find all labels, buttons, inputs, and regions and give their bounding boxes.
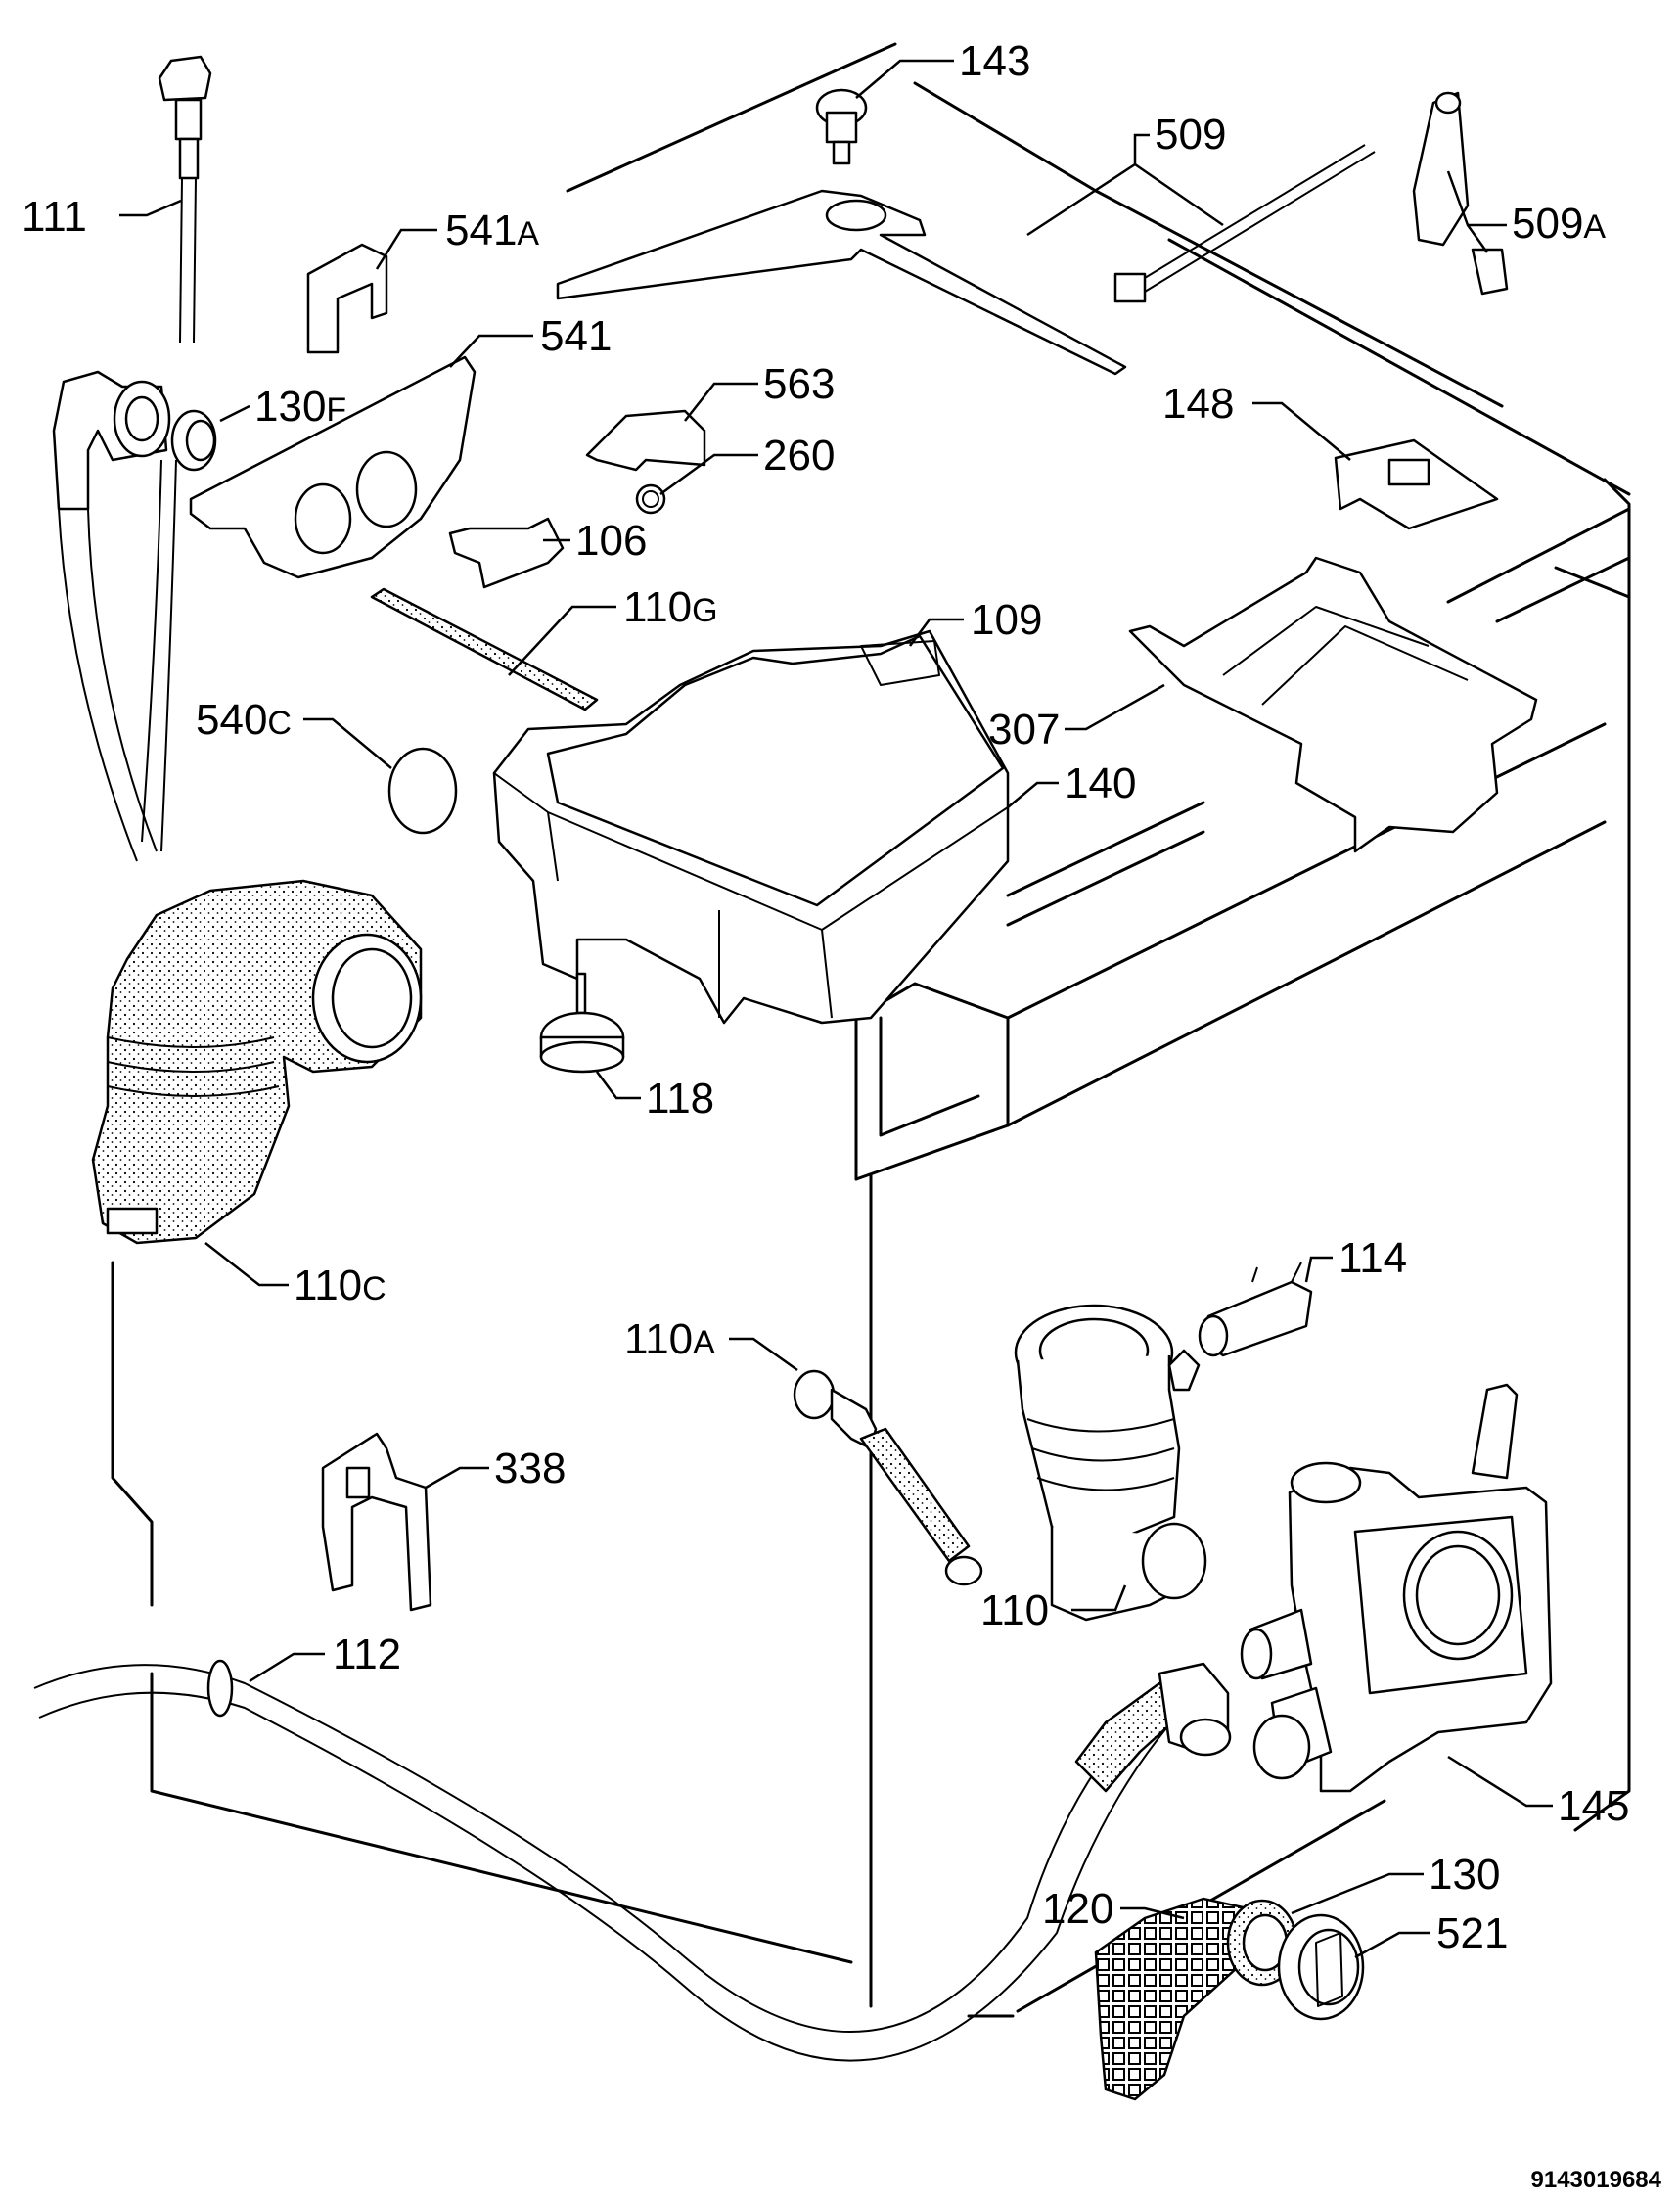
- label-130: 130: [1429, 1851, 1500, 1899]
- part-106-bracket: [448, 517, 565, 589]
- leader-lines: [119, 59, 1553, 1959]
- part-120-pump-filter: [1094, 1897, 1249, 2101]
- part-110-drain-elbow: [1014, 1304, 1207, 1622]
- part-118-wheel: [539, 972, 625, 1074]
- part-145-drain-pump: [1240, 1383, 1553, 1793]
- label-112: 112: [333, 1630, 401, 1678]
- label-563: 563: [763, 360, 835, 408]
- part-540c-seal-ring: [387, 747, 458, 835]
- part-509-lever: [556, 189, 1127, 376]
- label-110: 110: [980, 1586, 1049, 1634]
- label-338: 338: [494, 1445, 566, 1492]
- part-338-hose-clip: [321, 1432, 432, 1612]
- part-509a-arm: [1412, 91, 1509, 296]
- part-110g-tube: [370, 587, 599, 711]
- label-106: 106: [575, 517, 647, 565]
- label-140: 140: [1065, 759, 1136, 807]
- label-110c: 110C: [294, 1262, 386, 1309]
- part-110c-bellows: [91, 879, 423, 1245]
- label-148: 148: [1162, 380, 1234, 428]
- label-114: 114: [1339, 1234, 1407, 1282]
- label-120: 120: [1042, 1885, 1113, 1933]
- label-109: 109: [971, 596, 1042, 644]
- part-148-bracket: [1334, 438, 1499, 530]
- part-labels: 111 541A 143 509 509A 541 130F 563 260 1…: [22, 37, 1662, 2193]
- label-260: 260: [763, 432, 835, 480]
- label-540c: 540C: [196, 696, 292, 744]
- part-111-inlet-hose: [158, 55, 212, 344]
- part-541a-clip: [306, 243, 388, 354]
- label-130f: 130F: [254, 383, 346, 431]
- part-112-drain-hose: [33, 1659, 1232, 2062]
- part-109-dispenser-lid: [546, 634, 1005, 907]
- label-509a: 509A: [1512, 200, 1606, 248]
- part-307-detergent-drawer: [1128, 556, 1538, 853]
- part-110a-vent-hose: [793, 1369, 983, 1586]
- part-260-spring: [635, 483, 666, 515]
- label-145: 145: [1558, 1782, 1629, 1830]
- part-143-knob: [815, 88, 868, 165]
- label-110a: 110A: [624, 1315, 715, 1363]
- label-110g: 110G: [623, 583, 718, 631]
- document-number: 9143019684: [1531, 2167, 1662, 2193]
- label-111: 111: [22, 193, 87, 241]
- part-521-filter-cap: [1277, 1913, 1365, 2021]
- part-509-rod: [1113, 144, 1376, 303]
- label-521: 521: [1436, 1909, 1508, 1957]
- label-118: 118: [646, 1075, 714, 1123]
- part-563-cover: [585, 409, 706, 472]
- part-130f-inlet-filter: [170, 409, 217, 472]
- part-541-dispenser-panel: [189, 355, 477, 579]
- label-541: 541: [540, 312, 612, 360]
- label-541a: 541A: [445, 206, 539, 254]
- label-307: 307: [988, 706, 1060, 754]
- part-114-connector: [1198, 1262, 1313, 1357]
- label-509: 509: [1155, 111, 1226, 159]
- label-143: 143: [959, 37, 1030, 85]
- part-inlet-elbow-hose: [52, 370, 177, 862]
